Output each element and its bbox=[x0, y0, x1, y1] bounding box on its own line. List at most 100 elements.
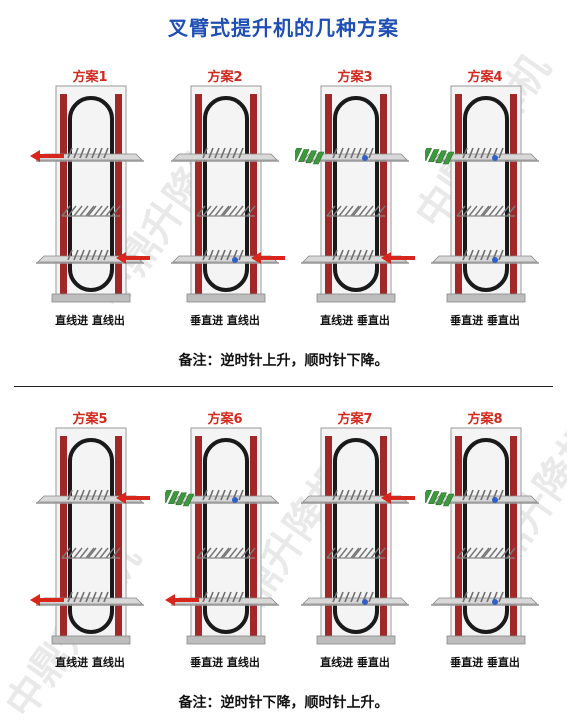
conveyor-roller bbox=[297, 149, 310, 162]
conveyor-roller bbox=[442, 151, 455, 165]
platform-fork bbox=[356, 147, 362, 159]
fork-tine bbox=[468, 547, 478, 559]
platform-fork bbox=[468, 489, 474, 501]
platform-fork bbox=[462, 591, 468, 603]
lift-machine bbox=[171, 85, 285, 303]
platform-fork bbox=[214, 147, 220, 159]
platform-fork bbox=[368, 147, 374, 159]
fork-tine bbox=[79, 547, 89, 559]
platform-fork bbox=[220, 147, 226, 159]
fork-tine bbox=[196, 547, 206, 559]
frame bbox=[55, 427, 127, 644]
scheme-caption: 垂直进 直线出 bbox=[190, 656, 260, 669]
platform-fork bbox=[332, 591, 338, 603]
fork-tine bbox=[228, 547, 238, 559]
fork-tine bbox=[111, 205, 121, 217]
platform-fork bbox=[462, 147, 468, 159]
platform-fork bbox=[368, 249, 374, 261]
fork-tine bbox=[208, 205, 218, 217]
conveyor-motor bbox=[362, 155, 368, 161]
conveyor-roller bbox=[442, 493, 455, 507]
platform-fork bbox=[350, 591, 356, 603]
flow-arrow-head bbox=[30, 150, 40, 162]
platform-fork bbox=[103, 147, 109, 159]
platform-fork bbox=[79, 591, 85, 603]
platform-fork bbox=[486, 249, 492, 261]
platform-fork bbox=[344, 489, 350, 501]
frame-column-left bbox=[60, 436, 67, 636]
conveyor-motor bbox=[232, 497, 238, 503]
fork-tine bbox=[326, 205, 336, 217]
fork-tine bbox=[202, 547, 212, 559]
fork-tine bbox=[332, 205, 342, 217]
fork-tine bbox=[85, 547, 95, 559]
fork-tine bbox=[462, 205, 472, 217]
fork-tine bbox=[234, 547, 244, 559]
platform-fork bbox=[332, 489, 338, 501]
scheme-label: 方案7 bbox=[337, 412, 373, 427]
lift-machine bbox=[425, 427, 539, 645]
platform-fork bbox=[356, 489, 362, 501]
scheme-label: 方案3 bbox=[337, 70, 373, 85]
platform-fork bbox=[73, 591, 79, 603]
frame-column-right bbox=[510, 94, 517, 294]
platform-fork bbox=[97, 489, 103, 501]
fork-tine bbox=[240, 205, 250, 217]
fork-tine bbox=[358, 547, 368, 559]
fork-tine bbox=[344, 205, 354, 217]
conveyor-roller bbox=[165, 490, 173, 503]
conveyor-roller bbox=[312, 151, 325, 165]
fork-tine bbox=[482, 205, 492, 217]
platform-fork bbox=[91, 147, 97, 159]
fork-tine bbox=[456, 547, 466, 559]
flow-arrow-head bbox=[381, 252, 391, 264]
frame-column-left bbox=[455, 94, 462, 294]
frame-column-left bbox=[195, 436, 202, 636]
platform-fork bbox=[498, 591, 504, 603]
conveyor-roller bbox=[427, 149, 440, 162]
frame-column-right bbox=[510, 436, 517, 636]
platform-fork bbox=[480, 591, 486, 603]
fork-tine bbox=[87, 205, 97, 217]
fork-tine bbox=[480, 547, 490, 559]
base bbox=[316, 293, 396, 303]
lift-machine bbox=[30, 427, 150, 645]
conveyor-motor bbox=[362, 599, 368, 605]
chain-loop bbox=[68, 96, 114, 292]
platform-fork bbox=[73, 489, 79, 501]
platform-fork bbox=[486, 591, 492, 603]
conveyor-roller bbox=[295, 148, 303, 161]
chain-loop bbox=[333, 96, 379, 292]
scheme-label: 方案2 bbox=[207, 70, 243, 85]
conveyor-roller bbox=[427, 491, 440, 504]
fork-tine bbox=[73, 205, 83, 217]
platform-fork bbox=[97, 249, 103, 261]
fork-tine bbox=[350, 547, 360, 559]
platform-fork bbox=[226, 489, 232, 501]
platform-fork bbox=[208, 147, 214, 159]
fork-tine bbox=[370, 547, 380, 559]
conveyor-roller bbox=[305, 150, 317, 164]
platform-fork bbox=[214, 591, 220, 603]
platform-fork bbox=[85, 147, 91, 159]
chain-loop bbox=[203, 96, 249, 292]
fork-tine bbox=[220, 205, 230, 217]
platform-fork bbox=[67, 249, 73, 261]
platform-fork bbox=[238, 591, 244, 603]
platform-fork bbox=[480, 147, 486, 159]
scheme-caption: 直线进 垂直出 bbox=[320, 656, 390, 669]
fork-tine bbox=[350, 205, 360, 217]
fork-tine bbox=[326, 547, 336, 559]
platform-fork bbox=[85, 489, 91, 501]
base bbox=[51, 635, 131, 645]
platform-fork bbox=[67, 147, 73, 159]
fork-tine bbox=[364, 205, 374, 217]
fork-tine bbox=[488, 205, 498, 217]
platform-fork bbox=[214, 249, 220, 261]
platform-fork bbox=[468, 147, 474, 159]
frame bbox=[450, 427, 522, 644]
platform-fork bbox=[338, 249, 344, 261]
divider bbox=[14, 386, 553, 387]
flow-arrow-head bbox=[30, 594, 40, 606]
platform-fork bbox=[226, 147, 232, 159]
